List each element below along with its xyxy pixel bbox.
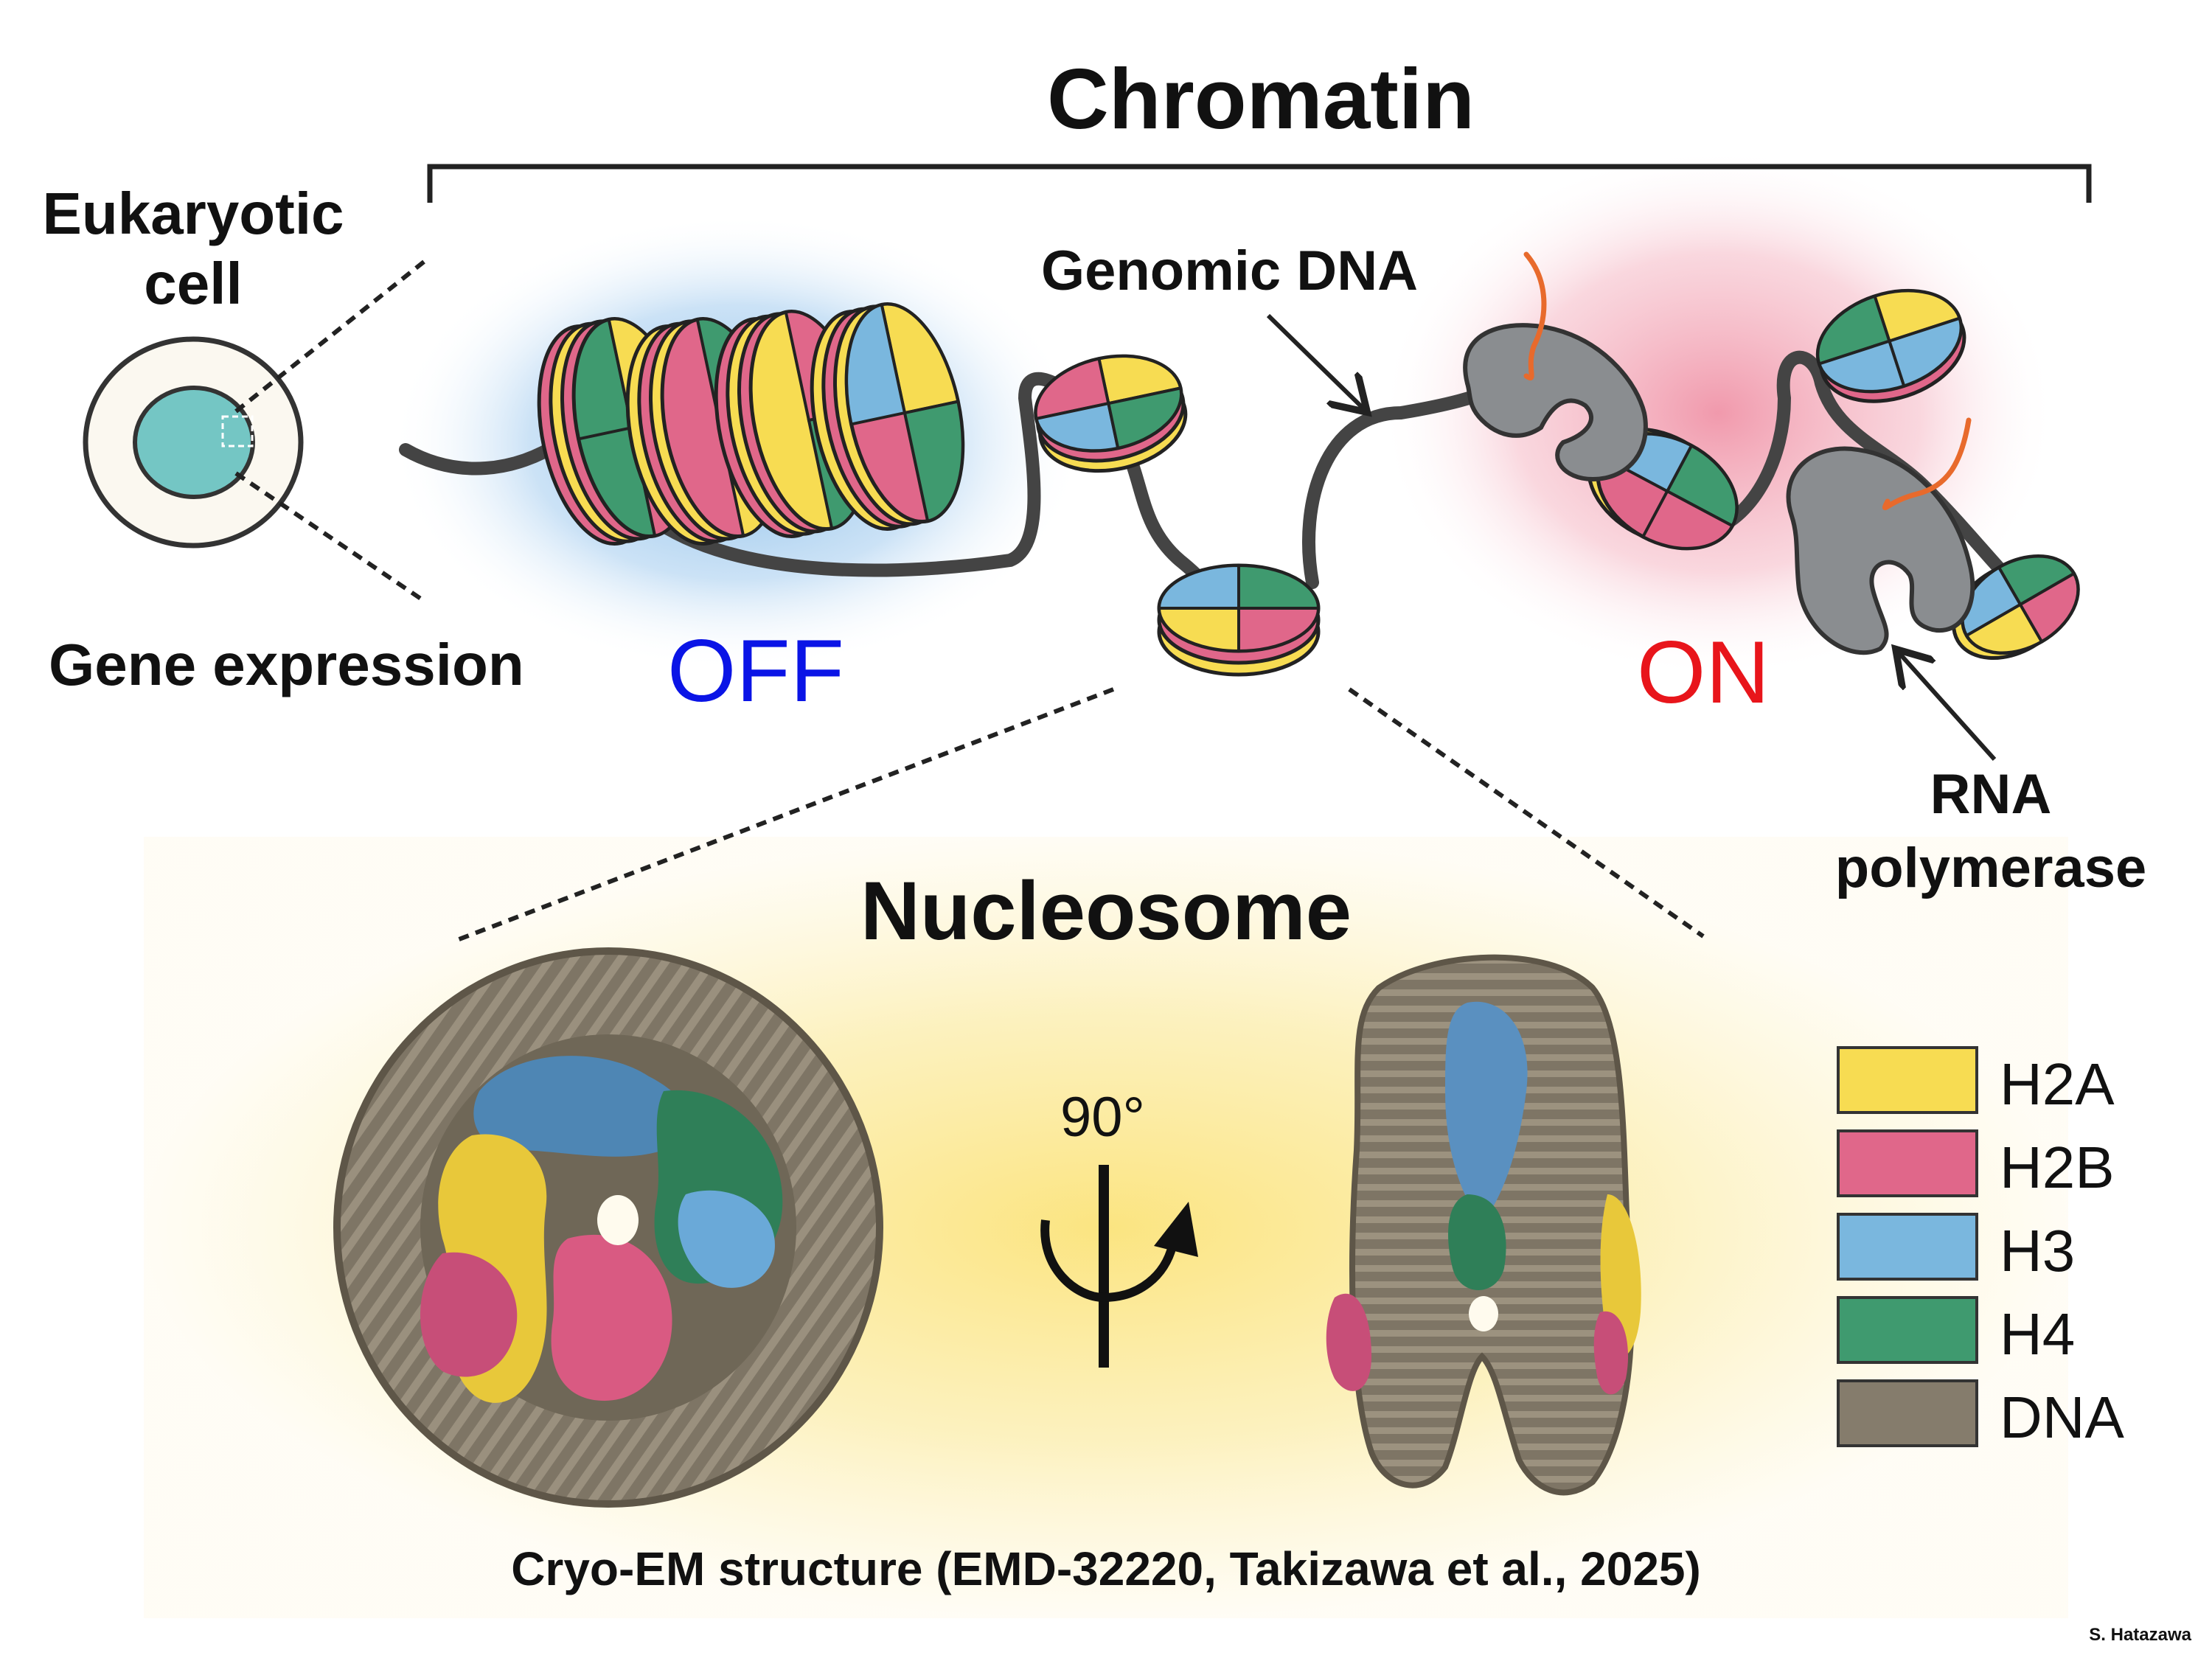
legend-swatch-h2b [1837, 1129, 1978, 1197]
legend-swatch-h2a [1837, 1046, 1978, 1114]
legend-item: H2B [1837, 1129, 2115, 1200]
caption: Cryo-EM structure (EMD-32220, Takizawa e… [511, 1542, 1701, 1595]
legend-label-h2b: H2B [2000, 1135, 2115, 1200]
legend-label-dna: DNA [2000, 1385, 2125, 1450]
nucleosome-on-bottom [1952, 554, 2080, 660]
legend-item: H2A [1837, 1046, 2115, 1117]
zoom-box [221, 415, 254, 448]
cryo-em-side-view [1326, 954, 1641, 1496]
nucleosome-on-top [1815, 288, 1966, 403]
nucleosome-single-1 [1034, 354, 1188, 473]
chromatin-bracket [427, 164, 2092, 203]
nucleus [133, 386, 255, 499]
legend-label-h4: H4 [2000, 1301, 2075, 1367]
on-label: ON [1637, 623, 1770, 722]
zoom-line-right [1348, 687, 1705, 939]
rna-polymerase-2 [1786, 446, 1975, 655]
rna-strand-2 [1882, 417, 1972, 511]
legend: H2A H2B H3 H4 DNA [1837, 1046, 2125, 1450]
zoom-line-top [234, 260, 425, 414]
legend-item: H3 [1837, 1213, 2075, 1284]
nucleosome-center [1157, 563, 1321, 677]
gene-expression-label: Gene expression [49, 632, 524, 697]
legend-swatch-h4 [1837, 1296, 1978, 1364]
zoom-line-left [456, 687, 1115, 942]
nucleosome-title: Nucleosome [860, 865, 1352, 957]
off-label: OFF [667, 621, 844, 720]
genomic-dna-arrow [1266, 313, 1364, 409]
legend-swatch-dna [1837, 1379, 1978, 1447]
cell-label-line1: Eukaryotic [42, 181, 344, 246]
rna-strand-1 [1523, 251, 1547, 380]
legend-label-h3: H3 [2000, 1218, 2075, 1284]
rna-polymerase-1 [1463, 323, 1648, 482]
chromatin-title: Chromatin [1047, 51, 1475, 147]
rna-polymerase-label-line2: polymerase [1834, 837, 2147, 899]
credit: S. Hatazawa [2089, 1625, 2191, 1645]
genomic-dna-label: Genomic DNA [1041, 240, 1418, 302]
rna-polymerase-arrow [1899, 652, 1997, 762]
legend-swatch-h3 [1837, 1213, 1978, 1281]
rotation-symbol [1040, 1165, 1198, 1368]
legend-item: DNA [1837, 1379, 2125, 1450]
rna-polymerase-label-line1: RNA [1930, 763, 2052, 826]
legend-label-h2a: H2A [2000, 1051, 2115, 1117]
cryo-em-top-view [333, 947, 883, 1508]
zoom-line-bottom [234, 471, 425, 603]
cell-label-line2: cell [144, 251, 243, 316]
rotation-angle-label: 90° [1060, 1086, 1145, 1149]
legend-item: H4 [1837, 1296, 2075, 1367]
compact-nucleosomes [537, 302, 965, 546]
